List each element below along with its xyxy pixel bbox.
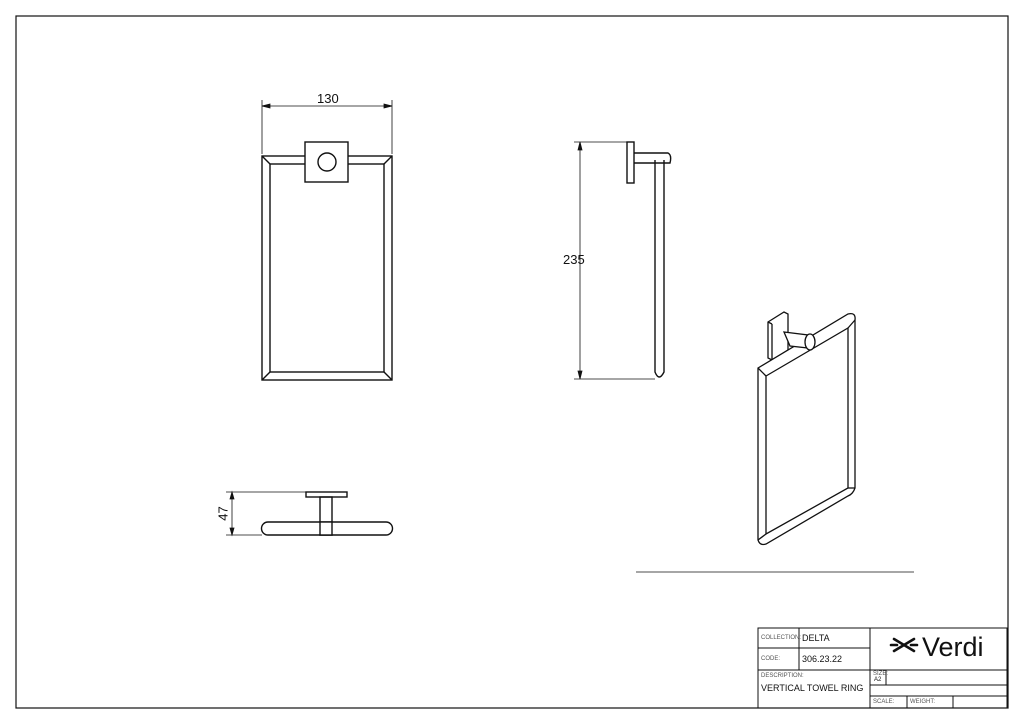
description-label: DESCRIPTION:	[761, 673, 804, 679]
front-view	[261, 141, 393, 381]
width-dimension-label: 130	[317, 91, 339, 106]
description-value: VERTICAL TOWEL RING	[761, 683, 864, 693]
height-dimension-label: 235	[563, 252, 585, 267]
side-view	[626, 141, 672, 378]
sheet-border	[15, 15, 1009, 709]
collection-value: DELTA	[802, 633, 830, 643]
collection-label: COLLECTION:	[761, 635, 802, 641]
size-value: A2	[874, 677, 882, 683]
code-value: 306.23.22	[802, 654, 843, 664]
height-dimension	[574, 141, 655, 380]
depth-dimension	[226, 490, 306, 537]
width-dimension	[261, 100, 393, 154]
code-label: CODE:	[761, 656, 781, 662]
title-block-grid	[757, 627, 1008, 709]
depth-dimension-label: 47	[215, 506, 231, 521]
size-label: SIZE:	[873, 671, 889, 677]
scale-label: SCALE:	[873, 699, 895, 705]
top-view	[260, 491, 394, 536]
weight-label: WEIGHT:	[910, 699, 935, 705]
isometric-view	[757, 311, 856, 546]
brand-logo-text: Verdi	[922, 632, 984, 662]
verdi-logo-mark	[889, 637, 919, 653]
